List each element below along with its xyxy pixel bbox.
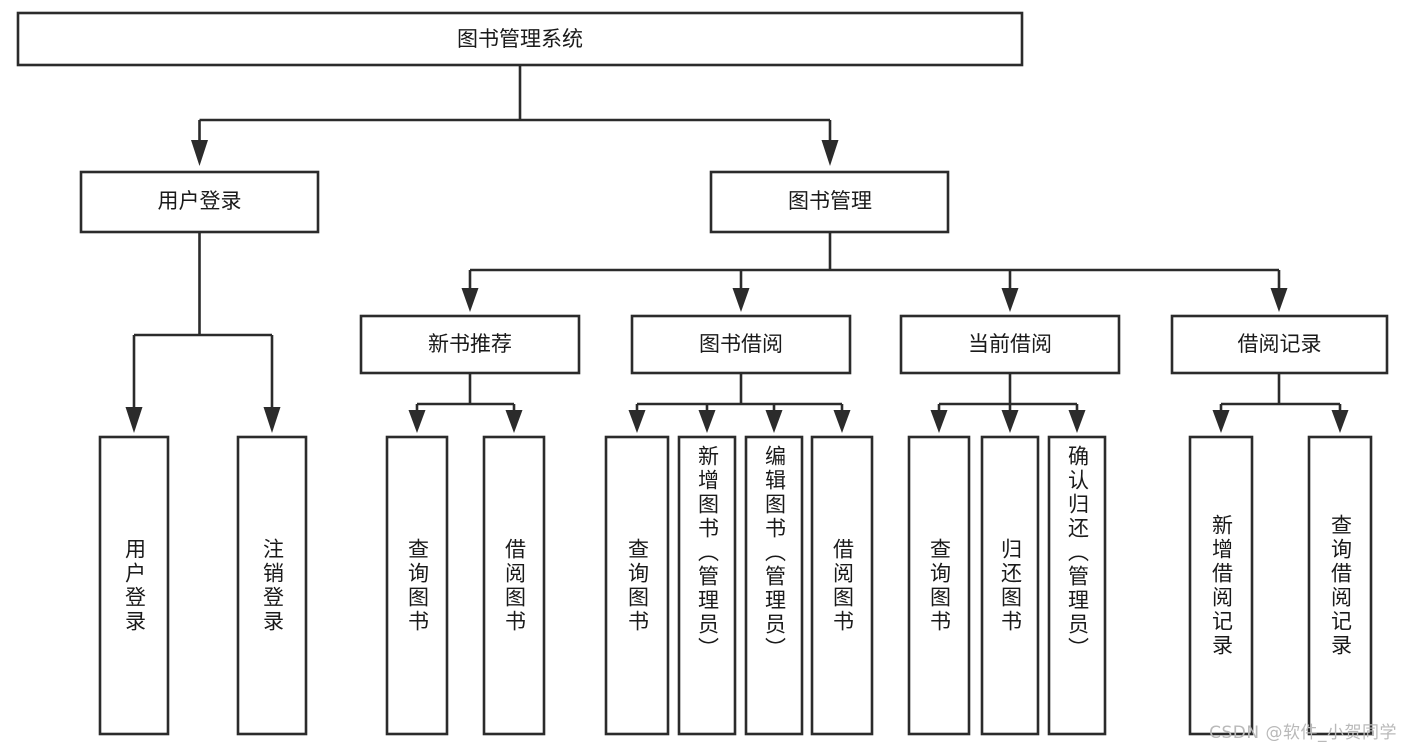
arrowhead-leaf-query-book-2 [628,410,646,433]
leaf-confirm-return-box[interactable] [1047,435,1107,736]
arrowhead-leaf-query-book-1 [408,410,426,433]
leaf-boxes [98,435,1373,736]
node-book-borrow-label: 图书借阅 [699,332,783,356]
arrowhead-leaf-edit-book [765,410,783,433]
node-root-label: 图书管理系统 [457,27,583,51]
leaf-query-book-2-box[interactable] [604,435,670,736]
node-borrow-record[interactable]: 借阅记录 [1170,314,1389,375]
connector-group-borrow-record [1212,373,1349,433]
connector-group-current-borrow [930,373,1086,433]
arrowhead-leaf-query-book-3 [930,410,948,433]
arrowhead-leaf-confirm-return [1068,410,1086,433]
node-book-manage[interactable]: 图书管理 [709,170,950,234]
node-book-manage-box[interactable] [709,170,950,234]
node-current-borrow-box[interactable] [899,314,1121,375]
node-user-login[interactable]: 用户登录 [79,170,320,234]
node-book-manage-label: 图书管理 [788,189,872,213]
leaf-query-borrow-record-box[interactable] [1307,435,1373,736]
node-new-book-recommend[interactable]: 新书推荐 [359,314,581,375]
arrowhead-book-manage [821,140,839,166]
connector-group-book-manage [461,232,1288,312]
leaf-return-book-box[interactable] [980,435,1040,736]
node-root-box[interactable] [16,11,1024,67]
csdn-watermark: CSDN @软件_小贺同学 [1209,723,1397,743]
leaf-borrow-book-2-box[interactable] [810,435,874,736]
node-current-borrow[interactable]: 当前借阅 [899,314,1121,375]
node-user-login-label: 用户登录 [158,189,242,213]
arrowhead-leaf-borrow-book-1 [505,410,523,433]
node-borrow-record-box[interactable] [1170,314,1389,375]
arrowhead-leaf-add-borrow-record [1212,410,1230,433]
leaf-edit-book-box[interactable] [744,435,804,736]
arrowhead-user-login [191,140,208,166]
node-borrow-record-label: 借阅记录 [1238,332,1322,356]
leaf-add-book-box[interactable] [677,435,737,736]
arrowhead-new-book-recommend [461,288,479,312]
node-book-borrow-box[interactable] [630,314,852,375]
node-new-book-recommend-label: 新书推荐 [428,332,512,356]
arrowhead-current-borrow [1001,288,1019,312]
leaf-borrow-book-1-box[interactable] [482,435,546,736]
arrowhead-leaf-add-book [698,410,716,433]
leaf-add-borrow-record-box[interactable] [1188,435,1254,736]
leaf-query-book-3-box[interactable] [907,435,971,736]
arrowhead-leaf-logout-login [263,407,281,433]
arrowhead-leaf-return-book [1001,410,1019,433]
node-user-login-box[interactable] [79,170,320,234]
node-new-book-recommend-box[interactable] [359,314,581,375]
arrowhead-leaf-query-borrow-record [1331,410,1349,433]
connector-group-root [191,65,839,166]
arrowhead-book-borrow [732,288,750,312]
arrowhead-leaf-borrow-book-2 [833,410,851,433]
connector-group-user-login [125,232,281,433]
connector-group-new-book-recommend [408,373,523,433]
node-book-borrow[interactable]: 图书借阅 [630,314,852,375]
node-root[interactable]: 图书管理系统 [16,11,1024,67]
arrowhead-leaf-user-login [125,407,143,433]
leaf-user-login-box[interactable] [98,435,170,736]
arrowhead-borrow-record [1270,288,1288,312]
connector-group-book-borrow [628,373,851,433]
leaf-query-book-1-box[interactable] [385,435,449,736]
node-current-borrow-label: 当前借阅 [968,332,1052,356]
leaf-logout-login-box[interactable] [236,435,308,736]
